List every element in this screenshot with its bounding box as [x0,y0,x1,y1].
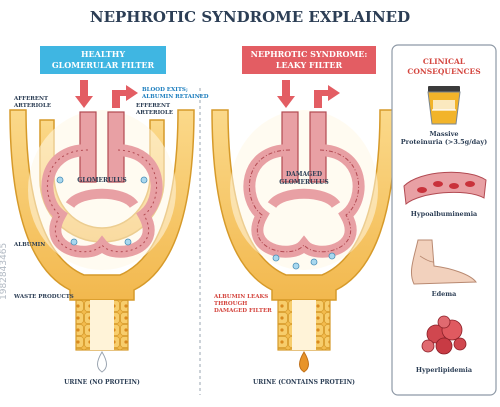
urine-sample-icon [427,86,461,125]
leaked-albumin-dot-4 [328,252,336,260]
leaked-albumin-dot-1 [272,254,280,262]
albumin-leaks-line3: DAMAGED FILTER [214,308,272,314]
afferent-label-line2: ARTERIOLE [13,103,51,109]
efferent-label-line1: EFFERENT [136,103,171,109]
afferent-label-line1: AFFERENT [13,96,49,102]
efferent-label-line2: ARTERIOLE [135,110,173,116]
nephrotic-panel: NEPHROTIC SYNDROME: LEAKY FILTER DAMAGED… [211,46,397,386]
clear-urine-drop-icon [97,351,107,373]
healthy-tubule-lumen [90,300,114,350]
healthy-panel: HEALTHY GLOMERULAR FILTER AFFERENT ARTER… [9,46,209,386]
consequence-1-line2: Proteinuria (>3.5g/day) [401,138,487,146]
nephrotic-inner-loop [267,188,341,209]
blood-exits-line2: ALBUMIN RETAINED [141,94,209,100]
nephrotic-damaged-cells [248,149,360,253]
lipid-cluster-icon [421,315,467,355]
albumin-leaks-line1: ALBUMIN LEAKS [213,294,268,300]
glomerulus-label: GLOMERULUS [77,177,126,184]
healthy-albumin-dot-4 [140,176,148,184]
nephrotic-inflow-arrow [277,80,295,108]
swollen-foot-icon [411,239,477,285]
nephrotic-heading-line2: LEAKY FILTER [276,60,343,70]
albumin-label: ALBUMIN [13,242,45,248]
healthy-heading-line1: HEALTHY [81,49,125,59]
consequence-3: Edema [432,290,458,298]
healthy-loop-cells [46,149,158,253]
protein-urine-drop-icon [299,351,309,373]
clinical-box [391,44,497,396]
healthy-header-box [40,46,166,74]
page-title: NEPHROTIC SYNDROME EXPLAINED [90,8,410,26]
damaged-glomerulus-line2: GLOMERULUS [279,179,328,186]
nephrotic-tubule-lumen [292,300,316,350]
consequence-2: Hypoalbuminemia [411,210,478,218]
clinical-heading-line2: CONSEQUENCES [407,67,480,76]
waste-products-label: WASTE PRODUCTS [13,294,74,300]
nephrotic-heading-line1: NEPHROTIC SYNDROME: [251,49,368,59]
healthy-inflow-arrow [75,80,93,108]
healthy-albumin-dot-3 [56,176,64,184]
healthy-albumin-dot-2 [124,238,132,246]
leaked-albumin-dot-3 [310,258,318,266]
damaged-glomerulus-line1: DAMAGED [286,171,322,178]
healthy-inner-loop [65,188,139,209]
healthy-heading-line2: GLOMERULAR FILTER [52,60,155,70]
albumin-leaks-line2: THROUGH [214,301,247,307]
nephrotic-urine-label: URINE (CONTAINS PROTEIN) [253,379,355,386]
healthy-albumin-dot-1 [70,238,78,246]
watermark-id: 1982843465 [0,243,9,300]
blood-vessel-icon [403,171,487,205]
clinical-panel: CLINICAL CONSEQUENCES Massive Proteinuri… [391,44,497,396]
blood-exits-line1: BLOOD EXITS; [142,87,188,93]
healthy-urine-label: URINE (NO PROTEIN) [64,379,140,386]
leaked-albumin-dot-2 [292,262,300,270]
nephrotic-header-box [242,46,376,74]
nephrotic-outflow-arrow [314,85,340,108]
consequence-1-line1: Massive [429,130,458,138]
consequence-4: Hyperlipidemia [416,366,473,374]
clinical-heading-line1: CLINICAL [423,57,466,66]
healthy-outflow-arrow [112,85,138,108]
